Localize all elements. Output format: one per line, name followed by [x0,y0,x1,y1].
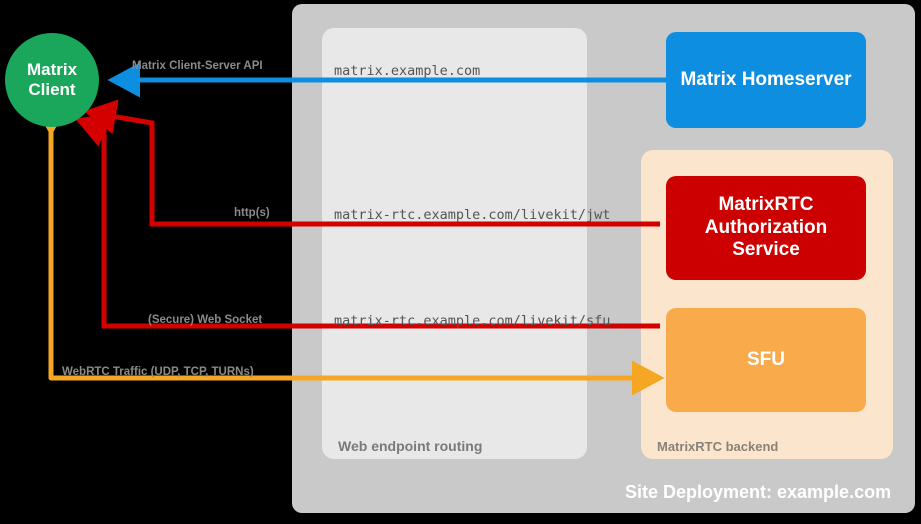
endpoint-label-livekit-jwt: matrix-rtc.example.com/livekit/jwt [334,207,611,223]
auth-service-label-line3: Service [732,239,800,261]
sfu-label: SFU [747,348,785,370]
zone-label-matrixrtc-backend: MatrixRTC backend [657,439,779,454]
auth-service-label-line1: MatrixRTC [718,193,814,215]
matrix-client-label-line1: Matrix [26,59,78,79]
node-matrixrtc-authorization-service[interactable]: MatrixRTC Authorization Service [666,176,866,280]
protocol-label-webrtc-traffic: WebRTC Traffic (UDP, TCP, TURNs) [62,366,254,378]
auth-service-label-line2: Authorization [704,216,828,238]
endpoint-label-livekit-sfu: matrix-rtc.example.com/livekit/sfu [334,313,611,329]
protocol-label-https: http(s) [234,207,270,219]
zone-label-web-endpoint-routing: Web endpoint routing [338,438,483,454]
node-matrix-homeserver[interactable]: Matrix Homeserver [666,32,866,128]
matrix-client-label-line2: Client [28,80,76,99]
endpoint-label-matrix: matrix.example.com [334,63,481,79]
zone-label-site-deployment: Site Deployment: example.com [625,482,892,502]
arrow-webrtc-traffic [33,104,665,396]
node-sfu[interactable]: SFU [666,308,866,412]
node-matrix-client[interactable]: Matrix Client [5,33,99,127]
matrix-homeserver-label: Matrix Homeserver [680,68,852,90]
protocol-label-matrix-client-server-api: Matrix Client-Server API [132,60,263,72]
protocol-label-web-socket: (Secure) Web Socket [148,314,263,326]
